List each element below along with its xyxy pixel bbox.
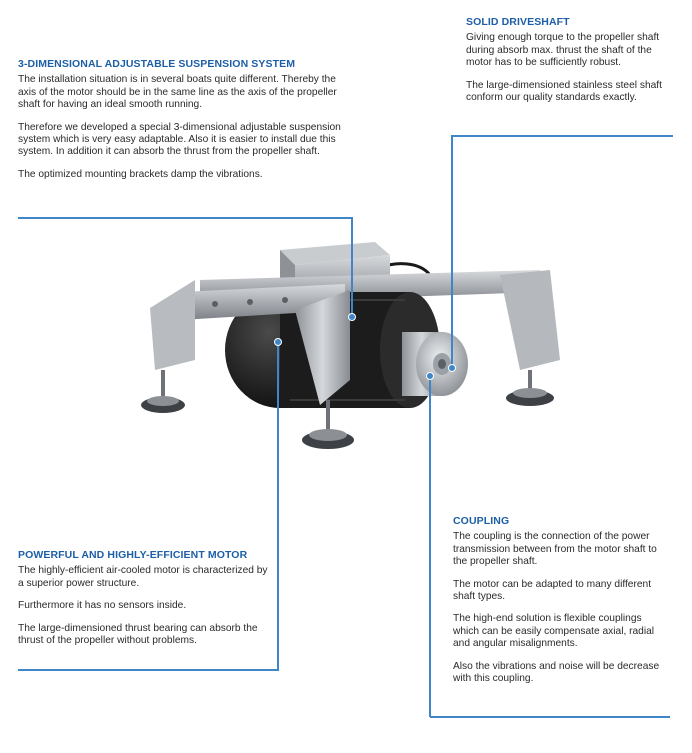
driveshaft-paragraph-2: The large-dimensioned stainless steel sh… <box>466 79 662 104</box>
driveshaft-leader-h <box>451 135 673 137</box>
motor-paragraph-2: Furthermore it has no sensors inside. <box>18 600 187 612</box>
motor-leader-v <box>277 341 279 671</box>
suspension-paragraph-2: Therefore we developed a special 3-dimen… <box>18 121 341 158</box>
coupling-leader-dot <box>426 372 434 380</box>
coupling-paragraph-2: The motor can be adapted to many differe… <box>453 578 652 603</box>
coupling-paragraph-4: Also the vibrations and noise will be de… <box>453 660 660 685</box>
right-bracket <box>500 270 560 370</box>
motor-title: POWERFUL AND HIGHLY-EFFICIENT MOTOR <box>18 549 248 561</box>
left-rear-bracket <box>150 280 195 370</box>
coupling-paragraph-1: The coupling is the connection of the po… <box>453 531 657 568</box>
coupling-title: COUPLING <box>453 515 510 527</box>
motor-leader-h <box>18 669 278 671</box>
suspension-paragraph-1: The installation situation is in several… <box>18 74 337 111</box>
driveshaft-leader-v <box>451 135 453 367</box>
motor-section: POWERFUL AND HIGHLY-EFFICIENT MOTOR The … <box>18 549 273 657</box>
driveshaft-section: SOLID DRIVESHAFT Giving enough torque to… <box>466 16 676 114</box>
coupling-leader-h <box>430 716 670 718</box>
suspension-section: 3-DIMENSIONAL ADJUSTABLE SUSPENSION SYST… <box>18 58 348 191</box>
mount-foot-left <box>141 370 185 413</box>
suspension-leader-h <box>18 217 352 219</box>
mount-foot-right <box>506 370 554 406</box>
mount-foot-center <box>302 400 354 449</box>
motor-paragraph-3: The large-dimensioned thrust bearing can… <box>18 622 258 647</box>
driveshaft-paragraph-1: Giving enough torque to the propeller sh… <box>466 32 660 69</box>
coupling-disc <box>402 332 468 396</box>
suspension-leader-v <box>351 217 353 317</box>
motor-unit-illustration <box>141 242 560 449</box>
motor-leader-dot <box>274 338 282 346</box>
driveshaft-title: SOLID DRIVESHAFT <box>466 16 570 28</box>
suspension-paragraph-3: The optimized mounting brackets damp the… <box>18 168 263 180</box>
suspension-title: 3-DIMENSIONAL ADJUSTABLE SUSPENSION SYST… <box>18 58 296 70</box>
coupling-paragraph-3: The high-end solution is flexible coupli… <box>453 613 655 650</box>
motor-paragraph-1: The highly-efficient air-cooled motor is… <box>18 565 268 589</box>
coupling-leader-v <box>429 376 431 717</box>
driveshaft-leader-dot <box>448 364 456 372</box>
left-front-bracket <box>295 290 350 405</box>
suspension-leader-dot <box>348 313 356 321</box>
coupling-section: COUPLING The coupling is the connection … <box>453 515 668 695</box>
